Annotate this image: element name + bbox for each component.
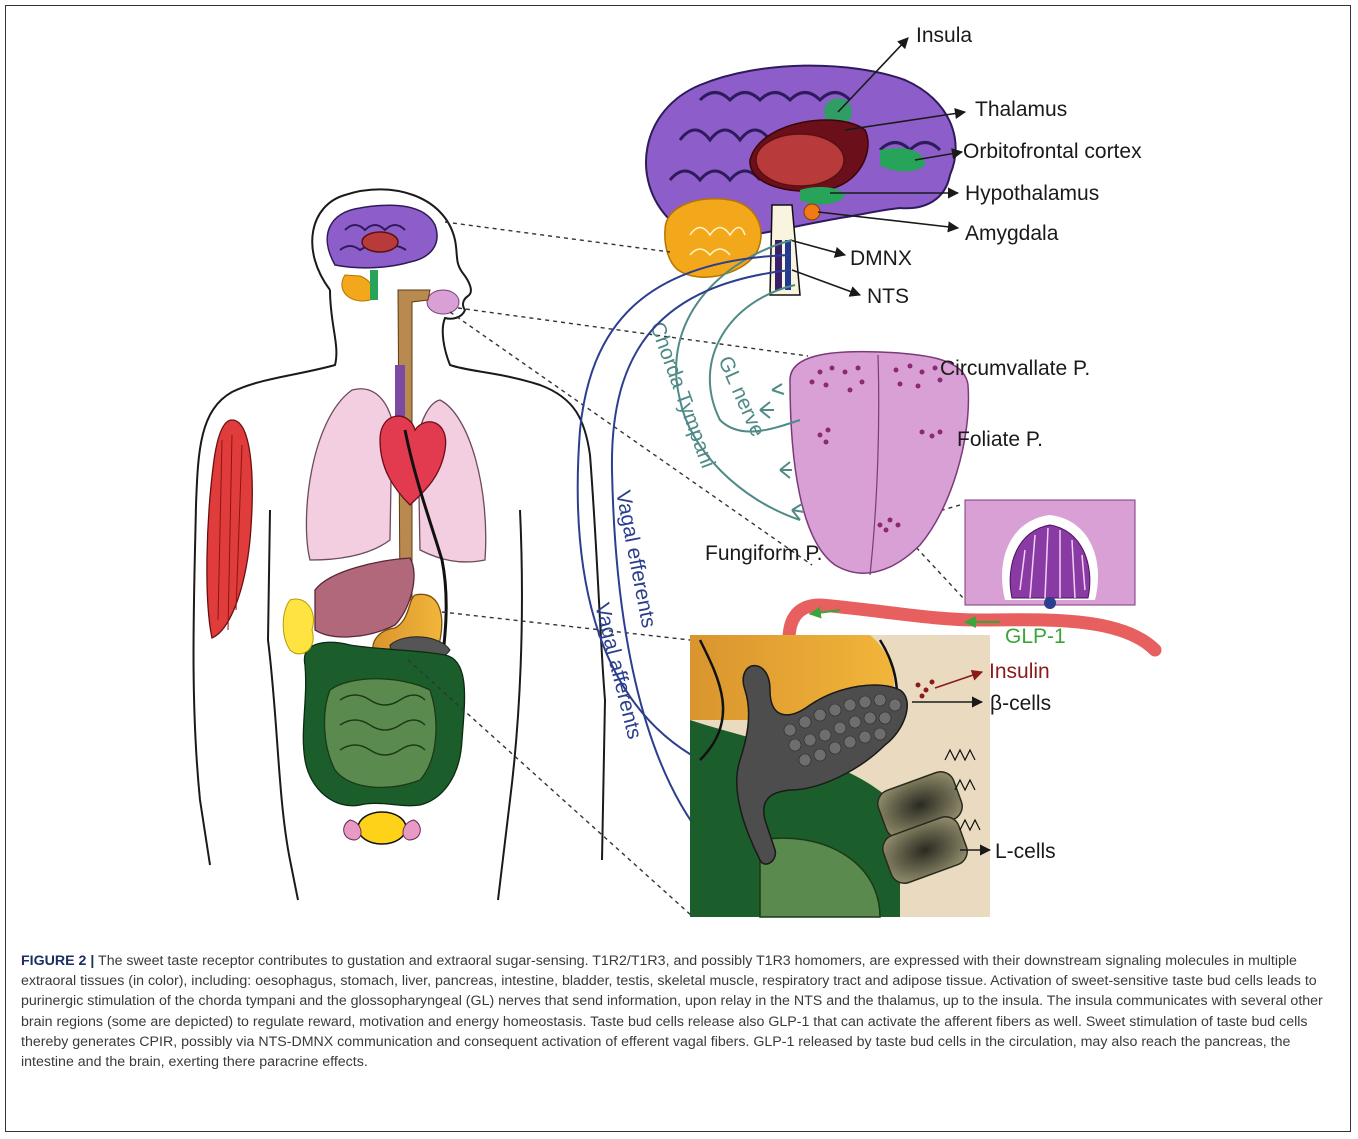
label-vagal-efferents: Vagal efferents bbox=[611, 489, 660, 630]
label-chorda-tympani: Chorda Tympani bbox=[645, 319, 719, 471]
label-thalamus: Thalamus bbox=[975, 98, 1067, 121]
adipose-tissue bbox=[283, 599, 313, 654]
label-beta-cells: β-cells bbox=[990, 692, 1051, 715]
gut-inset bbox=[690, 635, 990, 917]
caption-figure-label: FIGURE 2 | bbox=[21, 953, 94, 969]
sweet-taste-diagram: Insula Thalamus Orbitofrontal cortex Hyp… bbox=[0, 0, 1358, 945]
nts-region bbox=[785, 240, 791, 290]
label-dmnx: DMNX bbox=[850, 247, 912, 270]
dmnx-region bbox=[775, 240, 782, 290]
thalamus bbox=[756, 134, 844, 186]
figure-caption: FIGURE 2 | The sweet taste receptor cont… bbox=[21, 951, 1337, 1072]
label-orbitofrontal-cortex: Orbitofrontal cortex bbox=[963, 140, 1142, 163]
left-lung bbox=[306, 389, 392, 560]
label-insulin: Insulin bbox=[989, 660, 1050, 683]
label-hypothalamus: Hypothalamus bbox=[965, 182, 1099, 205]
small-thalamus bbox=[362, 232, 398, 252]
label-glp1: GLP-1 bbox=[1005, 625, 1066, 648]
label-gl-nerve: GL nerve bbox=[713, 353, 769, 441]
small-tongue bbox=[427, 290, 459, 314]
oesophagus-section bbox=[395, 365, 405, 420]
label-l-cells: L-cells bbox=[995, 840, 1056, 863]
small-intestine bbox=[325, 679, 436, 788]
label-nts: NTS bbox=[867, 285, 909, 308]
caption-text: The sweet taste receptor contributes to … bbox=[21, 953, 1323, 1070]
label-fungiform: Fungiform P. bbox=[705, 542, 823, 565]
taste-bud-inset bbox=[965, 500, 1135, 609]
label-insula: Insula bbox=[916, 24, 972, 47]
small-brainstem bbox=[370, 270, 378, 300]
label-foliate: Foliate P. bbox=[957, 428, 1043, 451]
bladder bbox=[358, 812, 406, 844]
amygdala-region bbox=[804, 204, 820, 220]
label-circumvallate: Circumvallate P. bbox=[940, 357, 1090, 380]
human-body bbox=[194, 189, 606, 900]
label-amygdala: Amygdala bbox=[965, 222, 1059, 245]
small-cerebellum bbox=[342, 275, 375, 301]
